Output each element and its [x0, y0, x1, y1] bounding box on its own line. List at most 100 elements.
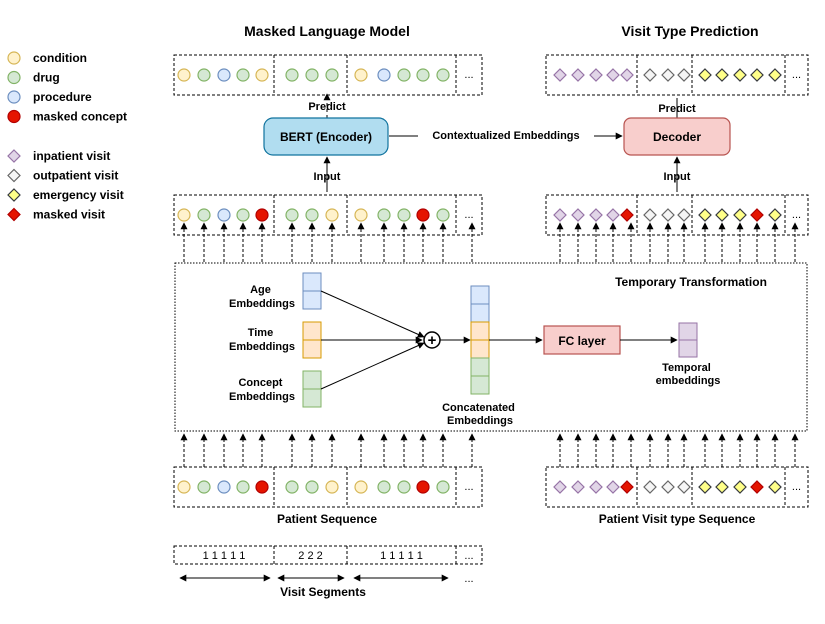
concept-token	[416, 68, 430, 82]
concept-token	[255, 480, 269, 494]
concept-to-plus-arrow	[320, 342, 425, 390]
visit-token	[768, 208, 782, 222]
visit-token	[698, 68, 712, 82]
decoder-block	[623, 117, 731, 156]
visit-token	[768, 480, 782, 494]
legend-visit-swatch	[7, 149, 21, 163]
input-label-right: Input	[664, 171, 691, 183]
visit-token	[750, 68, 764, 82]
visit-token	[643, 208, 657, 222]
age-to-plus-arrow	[320, 290, 425, 338]
visit-token	[620, 68, 634, 82]
token-rows: ..................	[173, 54, 809, 508]
concept-token	[197, 480, 211, 494]
visit-token	[589, 480, 603, 494]
visit-token	[606, 480, 620, 494]
input-label-left: Input	[314, 171, 341, 183]
visit-token	[750, 208, 764, 222]
concept-token	[397, 208, 411, 222]
concept-token	[325, 208, 339, 222]
segment-values: 2 2 2	[298, 550, 322, 562]
visit-token	[750, 480, 764, 494]
fc-layer-block	[543, 325, 621, 355]
concept-token	[377, 480, 391, 494]
visit-token	[553, 480, 567, 494]
legend-visit-swatch	[7, 207, 21, 222]
vtp-output-row: ...	[545, 54, 809, 96]
mlm-input-row: ...	[173, 194, 483, 236]
concept-token	[255, 68, 269, 82]
concept-token	[397, 68, 411, 82]
concept-token	[325, 68, 339, 82]
dashed-arrow-columns	[180, 222, 799, 467]
visit-token	[589, 68, 603, 82]
contextualized-label-bg	[418, 126, 594, 142]
concept-token	[305, 68, 319, 82]
visit-token	[733, 68, 747, 82]
visit-sequence-row: ...	[545, 466, 809, 508]
concept-token	[436, 208, 450, 222]
concept-token	[285, 208, 299, 222]
bert-encoder-block	[263, 117, 389, 156]
visit-token	[677, 68, 691, 82]
legend-concept-label: condition	[33, 51, 87, 65]
row-ellipsis: ...	[792, 209, 801, 221]
age-embedding-vector	[302, 272, 322, 310]
concept-token	[255, 208, 269, 222]
concept-token	[377, 208, 391, 222]
concept-token	[236, 208, 250, 222]
age-embeddings-label: Age Embeddings	[229, 284, 295, 310]
legend-concept-label: drug	[33, 71, 60, 85]
legend-concept-swatch	[7, 70, 21, 85]
legend-concept-swatch	[7, 51, 21, 65]
concept-token	[325, 480, 339, 494]
visit-token	[715, 208, 729, 222]
segment-span-ellipsis: ...	[464, 573, 473, 585]
concept-token	[217, 480, 231, 494]
predict-label-right: Predict	[658, 103, 696, 115]
legend-visit-label: outpatient visit	[33, 169, 118, 183]
visit-token	[715, 480, 729, 494]
visit-token	[661, 208, 675, 222]
concatenated-embeddings-label: Concatenated Embeddings	[442, 402, 518, 427]
concept-token	[354, 68, 368, 82]
concept-token	[377, 68, 391, 82]
fc-layer-label: FC layer	[558, 334, 606, 348]
concept-token	[305, 480, 319, 494]
mlm-output-row: ...	[173, 54, 483, 96]
segment-values: 1 1 1 1 1	[203, 550, 246, 562]
temporal-embedding-vector	[678, 322, 698, 358]
concept-token	[397, 480, 411, 494]
visit-token	[661, 480, 675, 494]
visit-token	[571, 208, 585, 222]
concept-token	[177, 68, 191, 82]
concept-token	[416, 480, 430, 494]
contextualized-label: Contextualized Embeddings	[432, 130, 579, 142]
visit-token	[643, 480, 657, 494]
legend-visit-label: inpatient visit	[33, 149, 110, 163]
vtp-title: Visit Type Prediction	[621, 23, 758, 39]
visit-token	[677, 208, 691, 222]
visit-token	[661, 68, 675, 82]
vtp-input-row: ...	[545, 194, 809, 236]
visit-segments-label: Visit Segments	[280, 585, 366, 599]
concept-token	[305, 208, 319, 222]
row-ellipsis: ...	[464, 209, 473, 221]
concept-token	[416, 208, 430, 222]
concept-token	[197, 68, 211, 82]
visit-token	[606, 208, 620, 222]
patient-visit-sequence-label: Patient Visit type Sequence	[599, 512, 756, 526]
decoder-label: Decoder	[653, 130, 701, 144]
temporal-embeddings-label: Temporal embeddings	[656, 362, 721, 387]
visit-token	[715, 68, 729, 82]
concept-token	[177, 480, 191, 494]
visit-token	[643, 68, 657, 82]
concatenated-embedding-vector	[470, 285, 490, 395]
patient-sequence-label: Patient Sequence	[277, 512, 377, 526]
visit-token	[698, 208, 712, 222]
legend-concept-swatch	[7, 90, 21, 104]
concept-token	[177, 208, 191, 222]
concept-token	[217, 68, 231, 82]
